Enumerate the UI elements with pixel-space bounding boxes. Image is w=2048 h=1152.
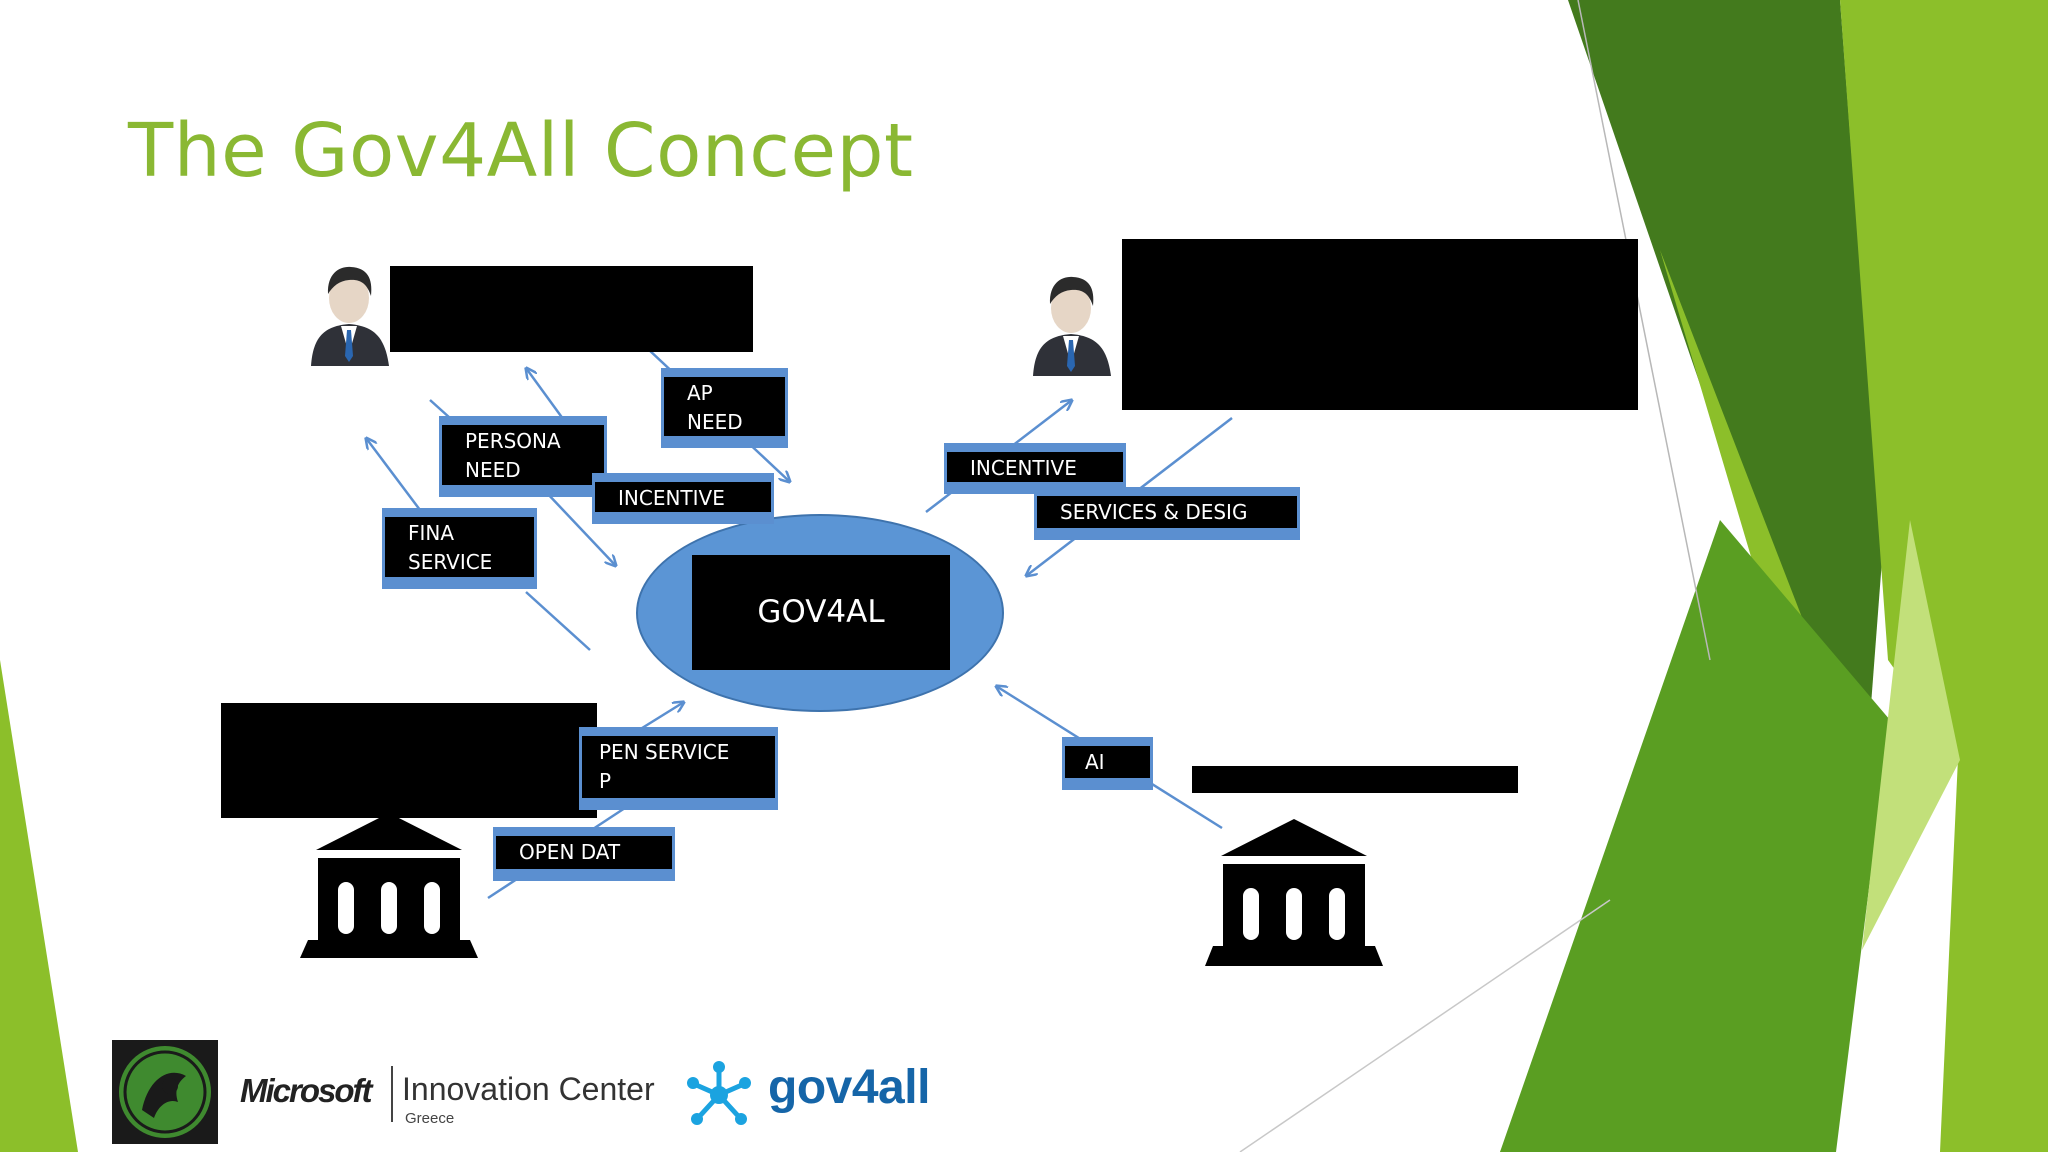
label-open-service: PEN SERVICE P [579,727,778,810]
label-ap-need: AP NEED [661,368,788,448]
redacted-box-bottom-right [1192,766,1518,793]
label-incentive-right-text: INCENTIVE [970,456,1077,480]
slide-title: The Gov4All Concept [128,108,914,194]
institution-building-icon [1205,819,1383,966]
label-personal-need-line-1: PERSONA [465,429,561,453]
label-incentive-left: INCENTIVE [592,473,774,524]
label-services-design: SERVICES & DESIG [1034,487,1300,540]
label-ap-need-line-2: NEED [687,410,743,434]
label-ai: AI [1062,737,1153,790]
label-services-design-text: SERVICES & DESIG [1060,500,1248,524]
businessman-icon [1033,276,1111,376]
footer-logos: Microsoft Innovation Center Greece gov4a… [112,1038,972,1144]
arrow-to-gov-from-personal [545,491,616,566]
redacted-box-top-left [390,266,753,352]
gov4all-wordmark: gov4all [768,1061,930,1114]
innovation-center-text: Innovation Center [402,1071,655,1107]
label-personal-need: PERSONA NEED [439,416,607,497]
label-open-service-line-1: PEN SERVICE [599,740,730,764]
institution-building-icon [300,813,478,958]
network-nodes-icon [687,1061,751,1125]
innovation-center-subtitle: Greece [405,1110,455,1127]
redacted-box-bottom-left [221,703,597,818]
label-incentive-left-text: INCENTIVE [618,486,725,510]
gov4all-hub-label: GOV4AL [692,555,950,670]
label-fina-service: FINA SERVICE [382,508,537,589]
label-ap-need-line-1: AP [687,381,713,405]
label-open-data-text: OPEN DAT [519,840,621,864]
label-ai-text: AI [1085,750,1105,774]
logo-separator [391,1066,393,1122]
arrow-to-person-left-2 [366,438,421,511]
line-fina-down [525,591,591,651]
university-seal-icon [112,1040,218,1144]
label-incentive-right: INCENTIVE [944,443,1126,494]
label-open-service-line-2: P [599,769,612,793]
line-personal-top [429,399,451,419]
microsoft-wordmark: Microsoft [240,1072,372,1109]
label-open-data: OPEN DAT [493,827,675,881]
label-fina-service-line-1: FINA [408,521,455,545]
label-fina-service-line-2: SERVICE [408,550,493,574]
redacted-box-top-right [1122,239,1638,410]
businessman-icon [311,266,389,366]
label-personal-need-line-2: NEED [465,458,521,482]
